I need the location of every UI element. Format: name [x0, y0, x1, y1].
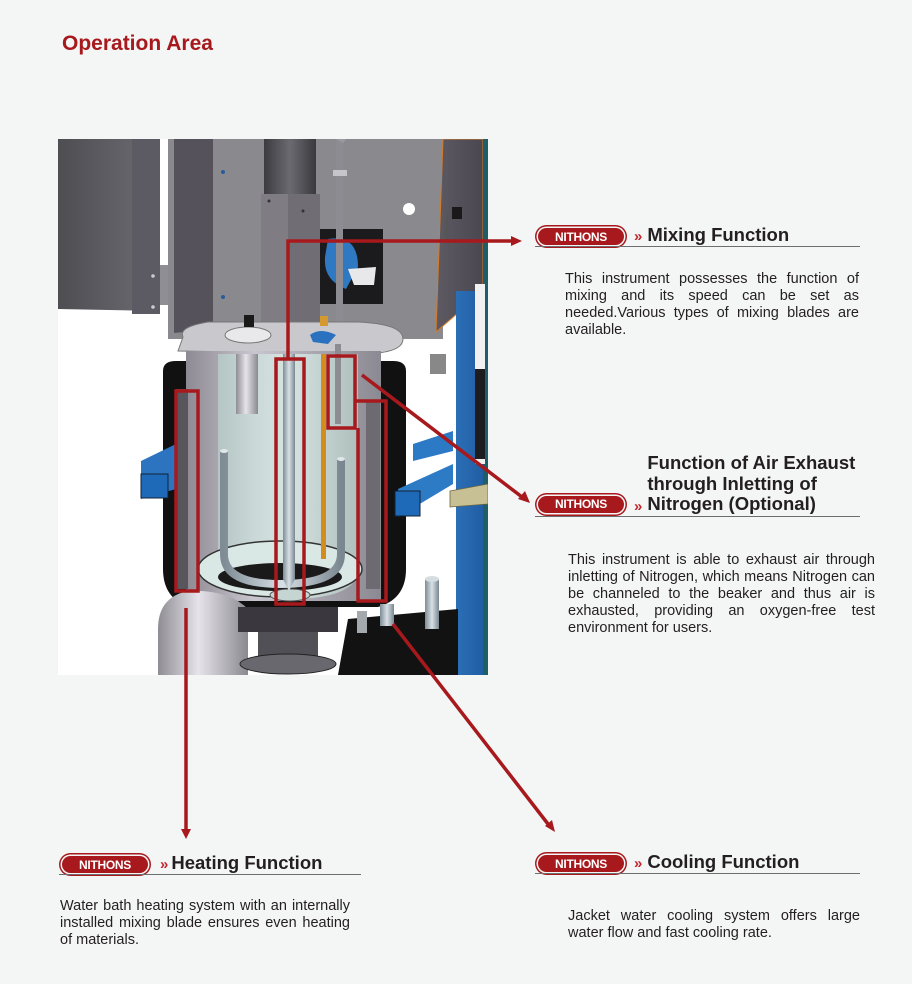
nithons-logo-badge: NITHONS	[538, 495, 624, 513]
feature-air-exhaust: NITHONS » Function of Air Exhaust throug…	[535, 452, 856, 515]
nithons-logo-badge: NITHONS	[62, 856, 148, 873]
mixing-arrowhead-icon	[511, 236, 522, 246]
cooling-arrowhead-icon	[545, 820, 555, 832]
double-chevron-right-icon: »	[160, 856, 169, 873]
title-underline	[535, 516, 860, 517]
double-chevron-right-icon: »	[634, 497, 643, 515]
heating-arrowhead-icon	[181, 829, 191, 839]
feature-description: This instrument is able to exhaust air t…	[568, 552, 875, 636]
feature-title-line: Nitrogen (Optional)	[647, 493, 816, 514]
feature-description: Water bath heating system with an intern…	[60, 898, 350, 948]
feature-title: Mixing Function	[647, 224, 790, 245]
stirrer-highlight-box	[274, 357, 306, 606]
feature-title: Cooling Function	[647, 851, 800, 872]
feature-heating: NITHONS » Heating Function	[59, 853, 322, 873]
feature-title: Function of Air Exhaust through Inlettin…	[647, 452, 856, 515]
reactor-cutaway-drawing	[58, 139, 488, 675]
double-chevron-right-icon: »	[634, 855, 643, 872]
feature-title-line: through Inletting of	[647, 472, 817, 494]
nithons-logo-badge: NITHONS	[538, 855, 624, 872]
feature-description: This instrument possesses the function o…	[565, 271, 859, 338]
reactor-illustration	[58, 139, 488, 675]
title-underline	[535, 873, 860, 874]
double-chevron-right-icon: »	[634, 228, 643, 245]
title-underline	[535, 246, 860, 247]
nithons-logo-badge: NITHONS	[538, 228, 624, 245]
title-underline	[59, 874, 361, 875]
feature-cooling: NITHONS » Cooling Function	[535, 852, 799, 872]
feature-description: Jacket water cooling system offers large…	[568, 908, 860, 941]
feature-title: Heating Function	[171, 852, 323, 873]
heating-highlight-box	[174, 389, 200, 593]
feature-title-line: Function of Air Exhaust	[647, 452, 856, 473]
feature-mixing: NITHONS » Mixing Function	[535, 225, 789, 245]
page-title: Operation Area	[62, 32, 213, 55]
exhaust-arrowhead-icon	[518, 491, 530, 503]
